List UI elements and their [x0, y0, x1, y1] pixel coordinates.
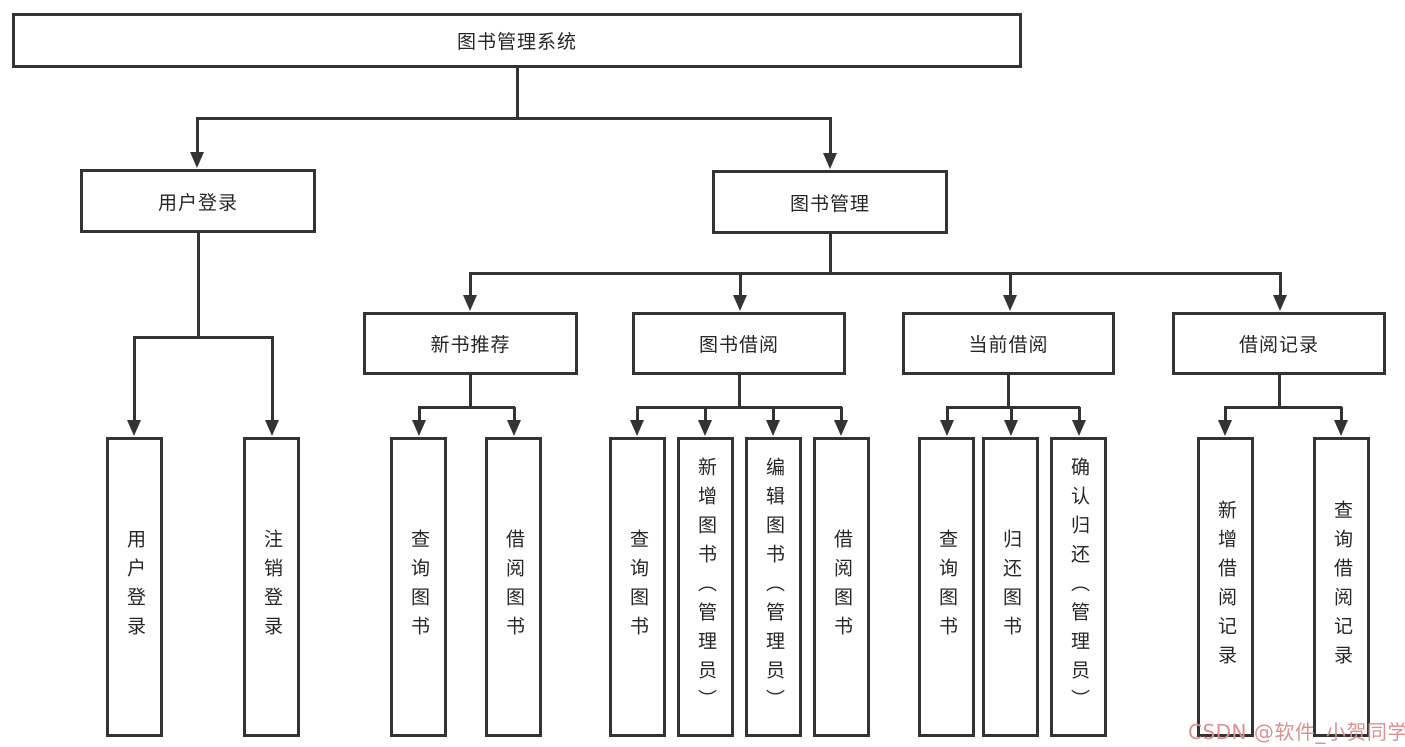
- arrow-down-icon: [1072, 407, 1086, 436]
- node-query-book-recommend: 查询图书: [390, 437, 447, 737]
- arrow-down-icon: [733, 273, 747, 311]
- node-label: 图书管理系统: [456, 31, 577, 53]
- arrow-down-icon: [766, 407, 780, 436]
- arrow-down-icon: [463, 273, 477, 311]
- node-label: 借阅图书: [831, 529, 853, 645]
- node-add-book-admin: 新增图书（管理员）: [677, 437, 734, 737]
- connector-line: [133, 336, 274, 339]
- node-label: 图书管理: [789, 192, 870, 215]
- node-return-book: 归还图书: [982, 437, 1039, 737]
- node-label: 查询借阅记录: [1331, 500, 1353, 674]
- node-label: 新书推荐: [430, 334, 511, 356]
- node-label: 新增借阅记录: [1215, 500, 1237, 674]
- node-current-borrowing: 当前借阅: [902, 312, 1115, 375]
- arrow-down-icon: [698, 407, 712, 436]
- node-label: 图书借阅: [698, 334, 779, 356]
- node-borrow-book-recommend: 借阅图书: [485, 437, 542, 737]
- arrow-down-icon: [940, 407, 954, 436]
- connector-line: [516, 68, 519, 118]
- arrow-down-icon: [1003, 273, 1017, 311]
- node-label: 用户登录: [157, 191, 238, 214]
- node-label: 查询图书: [627, 529, 649, 645]
- node-book-borrowing: 图书借阅: [632, 312, 846, 375]
- node-label: 确认归还（管理员）: [1068, 456, 1090, 718]
- connector-line: [738, 375, 741, 407]
- node-new-book-recommend: 新书推荐: [363, 312, 578, 375]
- arrow-down-icon: [1334, 407, 1348, 436]
- node-borrow-book: 借阅图书: [813, 437, 870, 737]
- csdn-watermark: CSDN @软件_小贺同学: [1188, 720, 1405, 744]
- arrow-down-icon: [412, 407, 426, 436]
- arrow-down-icon: [1273, 273, 1287, 311]
- arrow-down-icon: [1218, 407, 1232, 436]
- arrow-down-icon: [127, 337, 141, 436]
- connector-line: [946, 406, 1080, 409]
- node-label: 注销登录: [261, 529, 283, 645]
- arrow-down-icon: [834, 407, 848, 436]
- connector-line: [636, 406, 842, 409]
- node-book-management: 图书管理: [712, 170, 948, 234]
- node-confirm-return-admin: 确认归还（管理员）: [1050, 437, 1107, 737]
- node-add-borrow-record: 新增借阅记录: [1197, 437, 1254, 737]
- connector-line: [469, 272, 1282, 275]
- node-label: 新增图书（管理员）: [695, 456, 717, 718]
- node-query-borrow-record: 查询借阅记录: [1313, 437, 1370, 737]
- arrow-down-icon: [507, 407, 521, 436]
- node-logout-login: 注销登录: [243, 437, 300, 737]
- node-borrowing-records: 借阅记录: [1172, 312, 1386, 375]
- node-label: 用户登录: [124, 529, 146, 645]
- arrow-down-icon: [630, 407, 644, 436]
- connector-line: [418, 406, 515, 409]
- node-label: 编辑图书（管理员）: [763, 456, 785, 718]
- arrow-down-icon: [823, 118, 837, 169]
- node-label: 借阅记录: [1238, 334, 1319, 356]
- connector-line: [1224, 406, 1342, 409]
- arrow-down-icon: [190, 118, 204, 168]
- arrow-down-icon: [265, 337, 279, 436]
- connector-line: [196, 117, 832, 120]
- connector-line: [1007, 375, 1010, 407]
- node-label: 查询图书: [408, 529, 430, 645]
- node-edit-book-admin: 编辑图书（管理员）: [745, 437, 802, 737]
- node-label: 查询图书: [936, 529, 958, 645]
- connector-line: [469, 375, 472, 407]
- node-book-management-system: 图书管理系统: [12, 13, 1022, 68]
- node-query-book-current: 查询图书: [918, 437, 975, 737]
- connector-line: [829, 234, 832, 273]
- node-label: 当前借阅: [968, 334, 1049, 356]
- connector-line: [1278, 375, 1281, 407]
- node-label: 借阅图书: [503, 529, 525, 645]
- arrow-down-icon: [1004, 407, 1018, 436]
- node-user-login: 用户登录: [80, 169, 316, 233]
- node-user-login-leaf: 用户登录: [106, 437, 163, 737]
- node-query-book-borrowing: 查询图书: [609, 437, 666, 737]
- node-label: 归还图书: [1000, 529, 1022, 645]
- connector-line: [197, 233, 200, 337]
